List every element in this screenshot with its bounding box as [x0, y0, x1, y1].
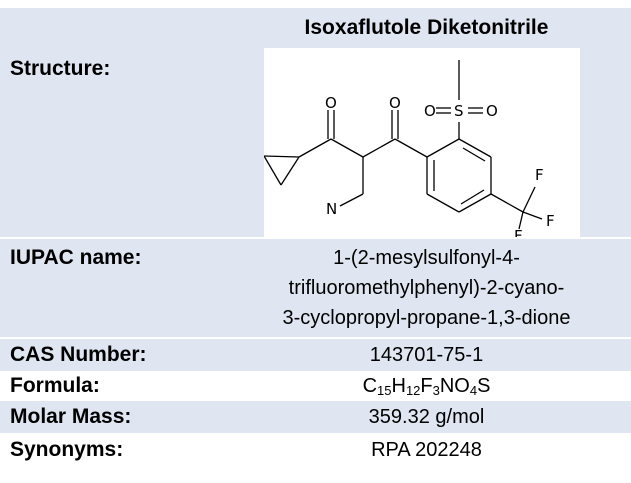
formula-part: F	[420, 375, 433, 397]
formula-subscript: 3	[432, 383, 440, 398]
formula-part: C	[362, 375, 378, 397]
formula-subscript: 4	[469, 383, 478, 398]
atom-oxygen: O	[389, 94, 401, 112]
structure-image: O O O S O N F F F	[264, 48, 580, 237]
bond	[522, 211, 543, 220]
bond	[426, 138, 460, 158]
structure-label: Structure:	[10, 57, 111, 80]
bond	[462, 147, 486, 162]
cas-label: CAS Number:	[10, 343, 147, 366]
compound-title: Isoxaflutole Diketonitrile	[304, 16, 549, 39]
synonyms-row: Synonyms: RPA 202248	[0, 433, 631, 483]
bond	[394, 138, 428, 158]
iupac-line: 3-cyclopropyl-propane-1,3-dione	[282, 307, 571, 329]
formula-part: S	[477, 375, 491, 397]
molar-mass-row: Molar Mass: 359.32 g/mol	[0, 401, 631, 433]
bond	[522, 186, 536, 213]
bond	[362, 138, 396, 158]
atom-fluorine: F	[514, 227, 523, 237]
bond	[330, 138, 364, 158]
bond	[458, 193, 492, 213]
atom-sulfur: S	[454, 102, 464, 120]
iupac-value: 1-(2-mesylsulfonyl-4- trifluoromethylphe…	[222, 243, 631, 333]
atom-nitrogen: N	[326, 200, 337, 218]
formula-value: C15H12F3NO4S	[222, 372, 631, 400]
bond	[518, 211, 524, 230]
atom-oxygen: O	[325, 94, 337, 112]
bond	[264, 155, 300, 158]
structure-row: Structure:	[0, 48, 631, 237]
bond	[298, 138, 332, 158]
synonyms-label: Synonyms:	[10, 438, 124, 461]
chemical-structure-drawing-icon: O O O S O N F F F	[264, 60, 555, 237]
bond	[426, 193, 460, 213]
iupac-line: 1-(2-mesylsulfonyl-4-	[333, 247, 520, 269]
formula-part: H	[391, 375, 406, 397]
atom-fluorine: F	[546, 212, 555, 230]
bond	[280, 156, 300, 186]
bond	[460, 189, 485, 205]
cas-value: 143701-75-1	[369, 344, 484, 366]
title-row: Isoxaflutole Diketonitrile	[0, 8, 631, 48]
iupac-label: IUPAC name:	[10, 246, 142, 269]
molar-mass-label: Molar Mass:	[10, 405, 132, 428]
bond	[458, 138, 492, 158]
atom-oxygen: O	[486, 102, 498, 120]
cas-row: CAS Number: 143701-75-1	[0, 339, 631, 371]
bond	[490, 193, 524, 213]
formula-part: NO	[439, 375, 470, 397]
formula-label: Formula:	[10, 374, 100, 397]
iupac-row: IUPAC name: 1-(2-mesylsulfonyl-4- triflu…	[0, 239, 631, 337]
bond	[339, 193, 364, 207]
atom-oxygen: O	[424, 102, 436, 120]
bond	[264, 155, 282, 186]
formula-subscript: 15	[377, 383, 392, 398]
formula-subscript: 12	[405, 383, 421, 398]
synonyms-value: RPA 202248	[371, 439, 482, 461]
atom-fluorine: F	[535, 166, 544, 184]
molar-mass-value: 359.32 g/mol	[368, 406, 485, 428]
formula-row: Formula: C15H12F3NO4S	[0, 371, 631, 401]
iupac-line: trifluoromethylphenyl)-2-cyano-	[288, 277, 565, 299]
